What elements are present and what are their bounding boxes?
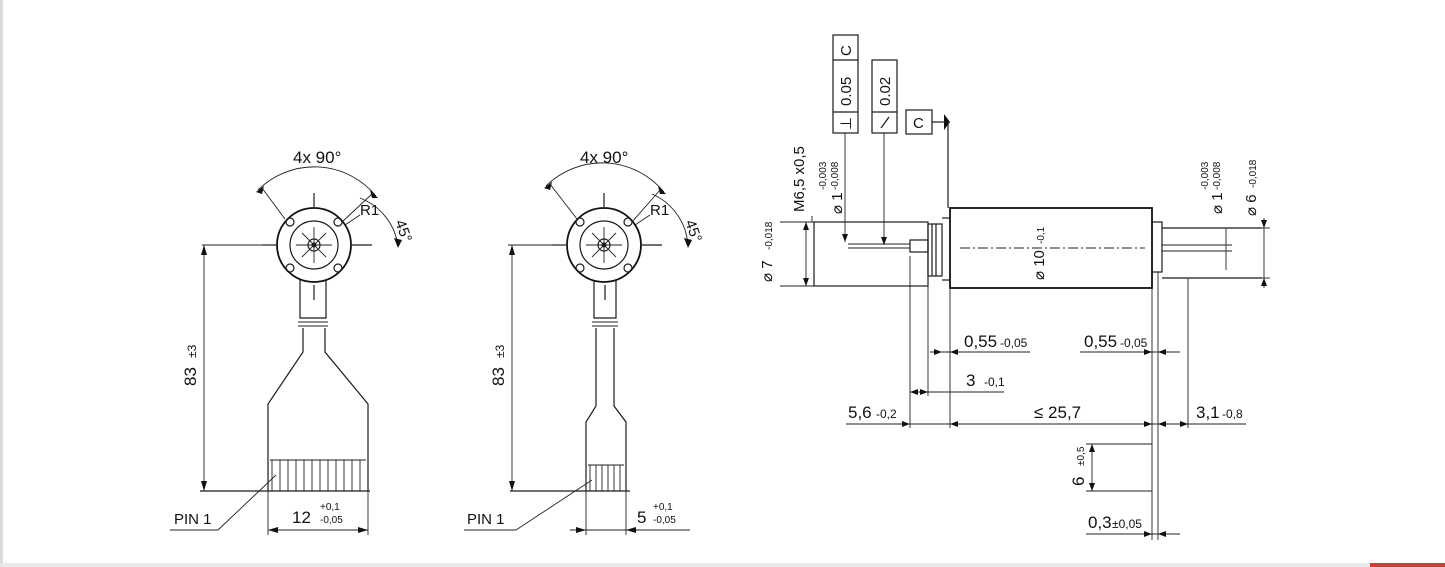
- width-tol-lower: -0,05: [653, 515, 676, 526]
- angle45-label: 45°: [391, 218, 415, 245]
- side-view: C 0.05 ⊥ 0.02 C: [759, 34, 1270, 540]
- dim-31-tol: -0,8: [1222, 407, 1243, 421]
- width-label: 12: [292, 508, 311, 527]
- perp-symbol: ⊥: [838, 117, 855, 130]
- length-tolerance: ±3: [493, 344, 507, 358]
- length-tolerance: ±3: [185, 344, 199, 358]
- dim-6: 6: [1069, 477, 1088, 486]
- dim-56-tol: -0,2: [876, 407, 897, 421]
- angle-arc: [257, 166, 377, 197]
- radius-label: R1: [650, 202, 669, 219]
- dia-shaft-right: ⌀ 1: [1209, 192, 1226, 214]
- pin-label: PIN 1: [174, 511, 212, 528]
- dia-shaft-left-tol-upper: -0,003: [818, 161, 829, 190]
- dim-3-tol: -0,1: [984, 375, 1005, 389]
- dia-body: ⌀ 10: [1031, 250, 1048, 280]
- front-view-5mm: 4x 90° 45° R1: [464, 148, 705, 535]
- perp-value: 0.05: [838, 77, 855, 106]
- dia-bearing-right: ⌀ 6: [1243, 194, 1260, 216]
- pilot-outline: [813, 221, 929, 287]
- dim-055-left: 0,55: [964, 332, 997, 351]
- width-tol-lower: -0,05: [320, 515, 343, 526]
- width-tol-upper: +0,1: [320, 502, 340, 513]
- length-label: 83: [181, 367, 200, 386]
- dim-3: 3: [966, 371, 975, 390]
- dia-pilot-tol: -0,018: [764, 221, 775, 250]
- dia-shaft-left-tol-lower: -0,008: [830, 161, 841, 190]
- width-tol-upper: +0,1: [653, 502, 673, 513]
- front-view-12mm: 4x 90° 45° R1: [170, 148, 415, 535]
- dim-03: 0,3: [1088, 513, 1112, 532]
- motor-outline: [566, 207, 642, 283]
- radius-label: R1: [360, 202, 379, 219]
- runout-arrow-icon: [880, 116, 890, 129]
- dia-shaft-right-tol-lower: -0,008: [1212, 161, 1223, 190]
- dim-257: ≤ 25,7: [1034, 403, 1081, 422]
- dim-31: 3,1: [1196, 403, 1220, 422]
- thread-label: M6,5 x0,5: [791, 146, 808, 212]
- dim-6-tol: ±0,5: [1076, 446, 1087, 466]
- dia-body-tol: -0,1: [1036, 226, 1047, 244]
- page-bottom-accent: [1370, 563, 1445, 567]
- perp-datum: C: [838, 45, 855, 56]
- dim-055-right-tol: -0,05: [1120, 336, 1148, 350]
- dia-shaft-left: ⌀ 1: [829, 192, 846, 214]
- datum-label: C: [913, 115, 924, 132]
- dim-56: 5,6: [848, 403, 872, 422]
- dim-03-tol: ±0,05: [1112, 517, 1142, 531]
- motor-outline: [276, 207, 352, 283]
- pin-label: PIN 1: [467, 511, 505, 528]
- page-bottom-bar: [0, 563, 1445, 567]
- dim-055-right: 0,55: [1084, 332, 1117, 351]
- length-label: 83: [489, 367, 508, 386]
- dia-shaft-right-tol-upper: -0,003: [1200, 161, 1211, 190]
- dim-055-left-tol: -0,05: [1000, 336, 1028, 350]
- angle-label: 4x 90°: [293, 148, 341, 167]
- runout-value: 0.02: [877, 77, 894, 106]
- angle-label: 4x 90°: [580, 148, 628, 167]
- width-label: 5: [637, 508, 646, 527]
- runout-frame: [871, 59, 898, 134]
- dia-bearing-right-tol: -0,018: [1248, 159, 1259, 188]
- angle45-label: 45°: [681, 218, 705, 245]
- perpendicularity-frame: [832, 34, 859, 134]
- dia-pilot: ⌀ 7: [759, 260, 776, 282]
- page-edge: [0, 0, 3, 567]
